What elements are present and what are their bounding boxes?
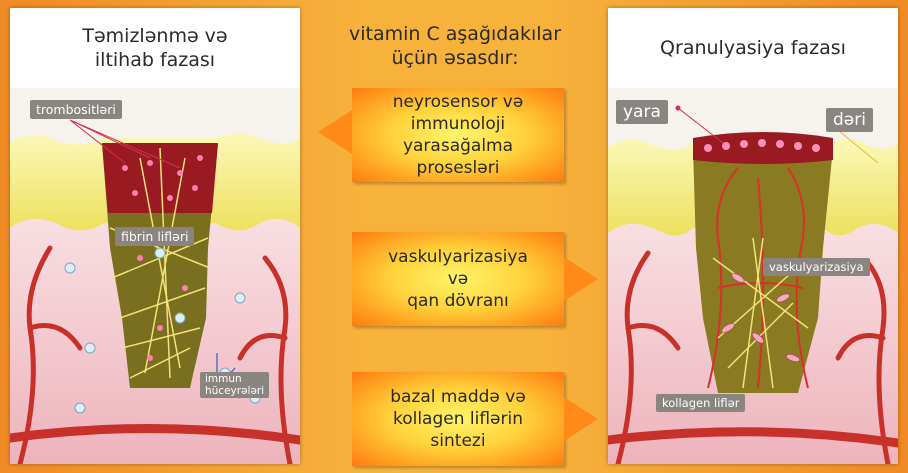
label-skin: dəri <box>826 108 873 132</box>
box-collagen-synthesis: bazal maddə və kollagen liflərin sintezi <box>352 372 564 466</box>
inflammation-wound-illustration <box>10 88 300 464</box>
center-heading: vitamin C aşağıdakılar üçün əsasdır: <box>320 22 590 70</box>
label-platelets: trombositləri <box>30 100 122 119</box>
granulation-phase-panel: Qranulyasiya fazası <box>608 8 898 464</box>
granulation-wound-illustration <box>608 88 898 464</box>
box-neurosensory: neyrosensor və immunoloji yarasağalma pr… <box>352 88 564 182</box>
label-fibrin: fibrin lifləri <box>115 227 194 246</box>
inflammation-phase-panel: Təmizlənmə və iltihab fazası <box>10 8 300 464</box>
label-immune-cells: immun hüceyrələri <box>200 372 269 398</box>
arrow-right-upper <box>564 257 598 301</box>
arrow-left <box>318 110 352 154</box>
label-wound: yara <box>616 100 668 124</box>
granulation-phase-title: Qranulyasiya fazası <box>608 8 898 88</box>
arrow-right-lower <box>564 397 598 441</box>
label-vascularization: vaskulyarizasiya <box>763 258 870 276</box>
box-vascularization: vaskulyarizasiya və qan dövranı <box>352 232 564 326</box>
label-collagen: kollagen liflər <box>656 394 745 412</box>
wound-pointer-dot <box>676 106 681 111</box>
inflammation-phase-title: Təmizlənmə və iltihab fazası <box>10 8 300 88</box>
